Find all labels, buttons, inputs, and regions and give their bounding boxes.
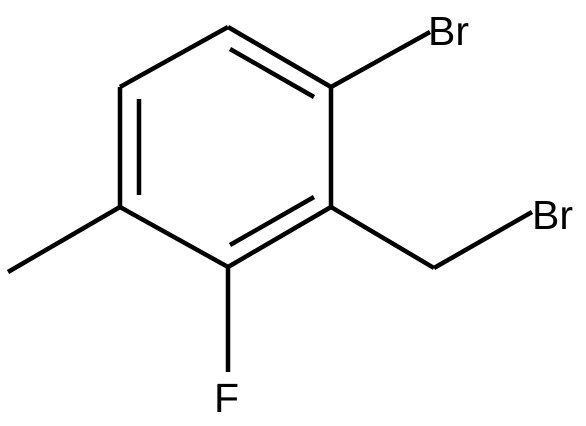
bond-c6-c1 (118, 25, 230, 89)
atom-label-br-methyl: Br (532, 192, 573, 238)
double-bond-inner-c1-c2 (228, 47, 316, 99)
bond-c4-c5 (118, 205, 230, 269)
bond-ring-to-br (329, 30, 432, 89)
atom-label-br-ring: Br (428, 8, 469, 54)
bond-ring-to-methyl (6, 205, 122, 274)
bond-c3-c4 (226, 205, 333, 269)
benzene-ring (117, 25, 334, 269)
double-bond-inner-c3-c4 (228, 195, 316, 247)
bond-ch2-to-br (432, 210, 534, 270)
atom-label-f: F (214, 375, 239, 421)
bond-c1-c2 (226, 25, 333, 89)
bond-ring-to-ch2 (329, 205, 436, 270)
